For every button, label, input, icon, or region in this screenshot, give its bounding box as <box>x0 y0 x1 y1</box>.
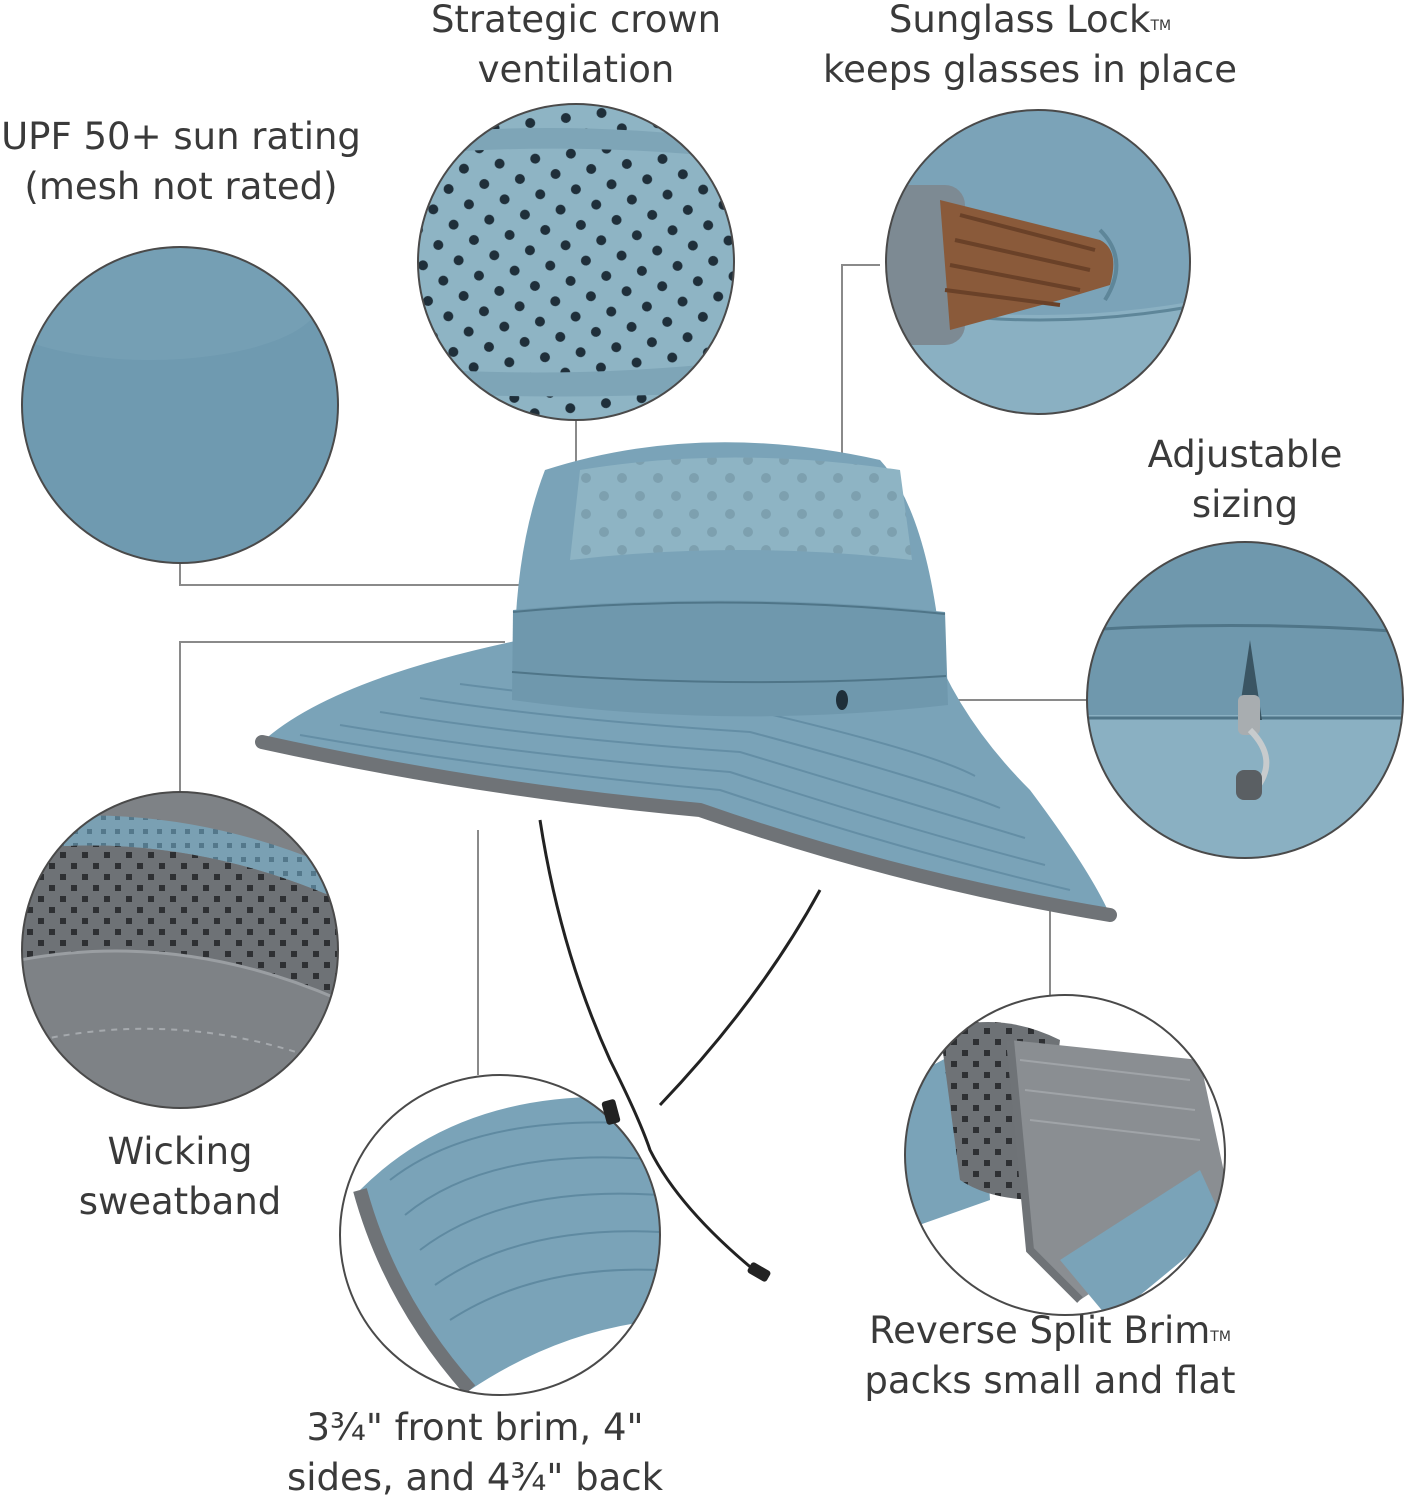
upf-label-line-1: UPF 50+ sun rating <box>1 115 361 158</box>
sunglass-label: Sunglass LockTM keeps glasses in place <box>810 0 1250 95</box>
split-brim-label-line-1: Reverse Split BrimTM <box>840 1306 1260 1356</box>
main-hat <box>255 442 1117 1282</box>
split-brim-label-text: Reverse Split Brim <box>869 1309 1211 1352</box>
upf-label-line-2: (mesh not rated) <box>24 165 338 208</box>
sizing-label-line-1: Adjustable <box>1147 433 1343 476</box>
sweatband-label-line-1: Wicking <box>107 1130 253 1173</box>
adjustable-sizing-detail <box>1086 541 1404 859</box>
upf-label: UPF 50+ sun rating (mesh not rated) <box>0 112 362 212</box>
sweatband-label-line-2: sweatband <box>78 1180 282 1223</box>
sunglass-label-text: Sunglass Lock <box>888 0 1151 41</box>
trademark-mark: TM <box>1210 1329 1231 1345</box>
brim-detail <box>339 1074 661 1396</box>
sunglass-lock-detail <box>885 109 1191 415</box>
sunglass-label-line-2: keeps glasses in place <box>823 48 1237 91</box>
brim-label-line-1: 3¾" front brim, 4" <box>306 1406 644 1449</box>
split-brim-label: Reverse Split BrimTM packs small and fla… <box>840 1306 1260 1406</box>
sweatband-label: Wicking sweatband <box>40 1127 320 1227</box>
leader-lines <box>179 264 1087 1075</box>
split-brim-label-line-2: packs small and flat <box>864 1359 1236 1402</box>
crown-label: Strategic crown ventilation <box>376 0 776 95</box>
sweatband-detail <box>21 791 339 1109</box>
split-brim-detail <box>904 994 1226 1316</box>
sizing-label: Adjustable sizing <box>1115 430 1375 530</box>
sizing-label-line-2: sizing <box>1191 483 1299 526</box>
crown-label-line-2: ventilation <box>477 48 675 91</box>
brim-label-line-2: sides, and 4¾" back <box>286 1456 664 1499</box>
crown-ventilation-detail <box>417 103 735 421</box>
sunglass-label-line-1: Sunglass LockTM <box>810 0 1250 45</box>
crown-label-line-1: Strategic crown <box>430 0 722 41</box>
trademark-mark: TM <box>1150 18 1172 34</box>
brim-label: 3¾" front brim, 4" sides, and 4¾" back <box>265 1403 685 1500</box>
upf-fabric-detail <box>21 246 339 564</box>
